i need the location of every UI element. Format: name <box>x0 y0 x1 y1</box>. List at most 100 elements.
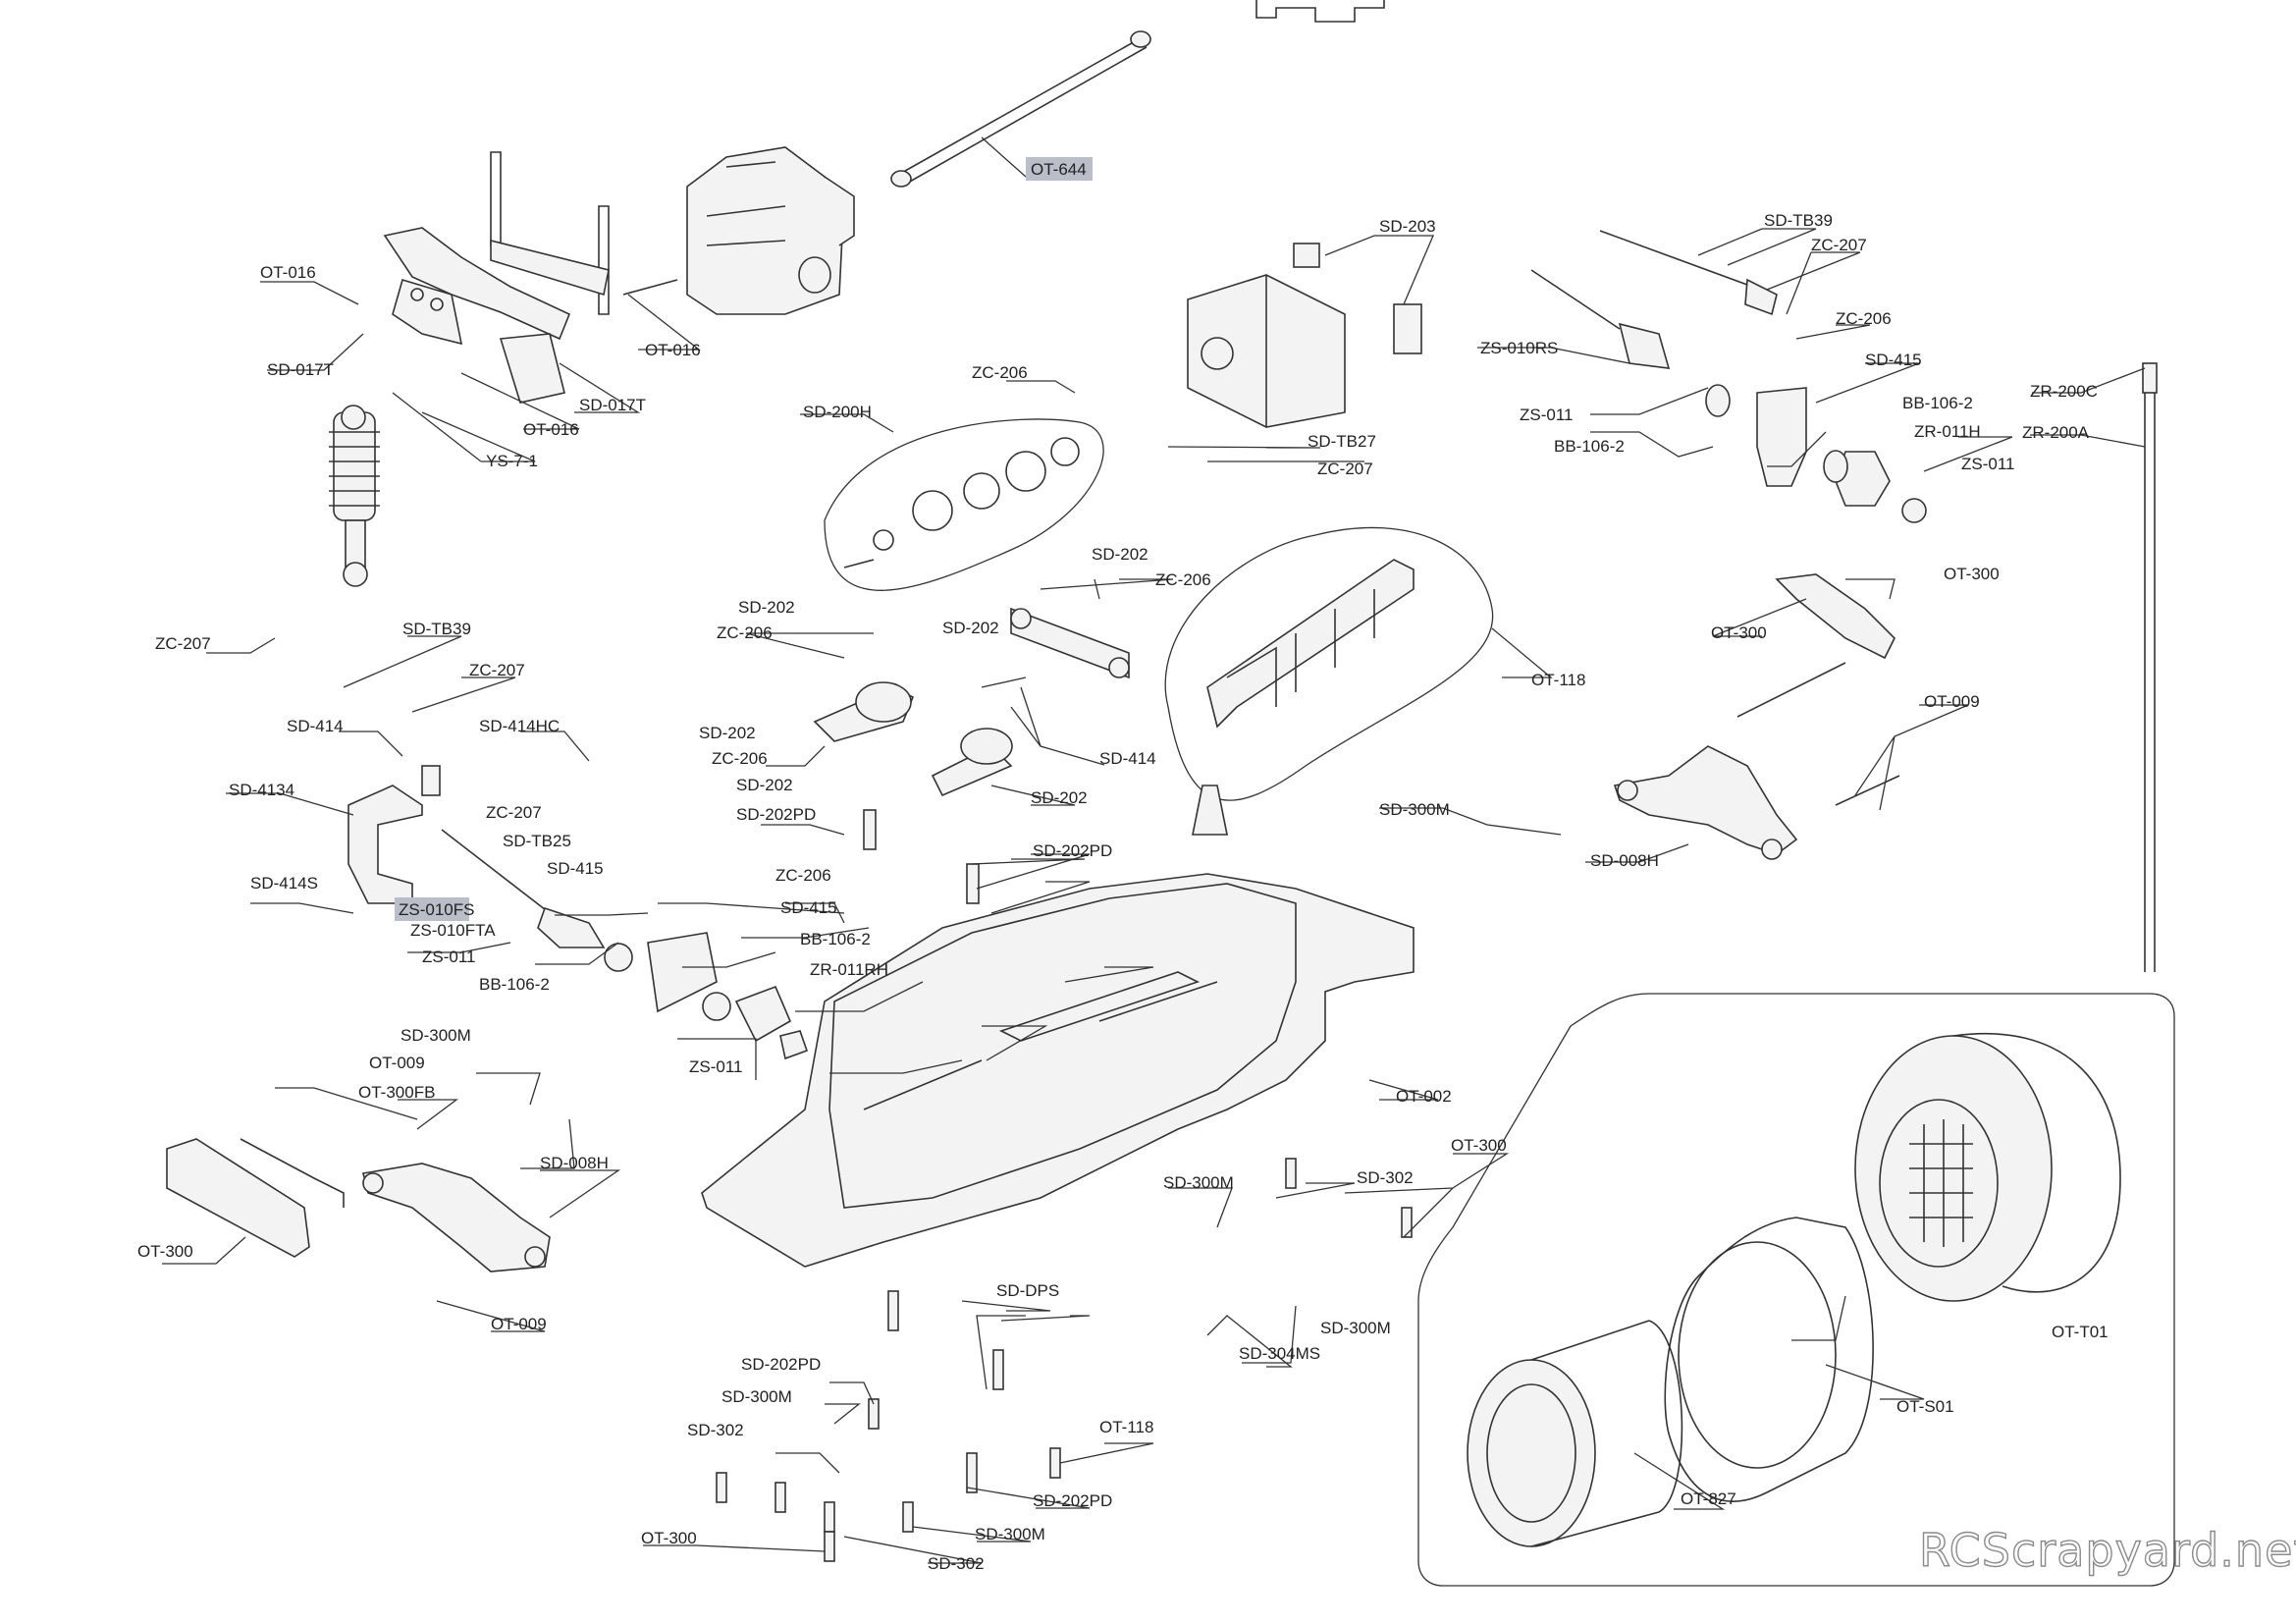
callout-zs011: ZS-011 <box>1961 455 2015 473</box>
chassis-tub <box>701 873 1415 1268</box>
callout-sd300m: SD-300M <box>400 1026 471 1045</box>
callout-ot-s01: OT-S01 <box>1896 1397 1954 1416</box>
callout-sd203: SD-203 <box>1379 217 1436 236</box>
leader-lines <box>162 136 2146 1564</box>
callout-sd300m: SD-300M <box>1379 800 1450 819</box>
callout-sd200h: SD-200H <box>803 403 872 421</box>
watermark-text: RCScrapyard.net <box>1919 1524 2296 1577</box>
callout-ot009: OT-009 <box>369 1054 425 1072</box>
rear-shock-tower <box>383 151 610 404</box>
callout-zs010rs: ZS-010RS <box>1480 339 1558 357</box>
front-hub-carrier <box>347 765 441 904</box>
callout-ot-t01: OT-T01 <box>2052 1323 2109 1341</box>
callout-labels: OT-644 OT-016 SD-017T OT-016 SD-017T OT-… <box>137 157 2109 1573</box>
front-axle <box>441 829 809 1060</box>
callout-zc207: ZC-207 <box>469 661 525 679</box>
callout-zs011: ZS-011 <box>1520 406 1574 424</box>
rear-suspension-arm <box>1613 573 1900 860</box>
callout-ot016: OT-016 <box>523 420 579 439</box>
steering-bellcranks <box>813 607 1130 797</box>
callout-zr200a: ZR-200A <box>2022 423 2090 442</box>
callout-sd008h: SD-008H <box>540 1154 609 1172</box>
callout-sd415: SD-415 <box>547 859 604 878</box>
callout-sd202pd: SD-202PD <box>1033 1491 1112 1510</box>
callout-sd017t: SD-017T <box>579 396 646 414</box>
callout-zs011: ZS-011 <box>689 1057 743 1076</box>
callout-sd414s: SD-414S <box>250 874 318 893</box>
callout-sd202pd: SD-202PD <box>1033 841 1112 860</box>
zs010fs-highlight <box>395 897 469 921</box>
top-part-fragment <box>1255 0 1385 23</box>
screws-and-posts <box>716 809 1413 1562</box>
callout-sdtb25: SD-TB25 <box>503 832 571 850</box>
callout-bb1062: BB-106-2 <box>1554 437 1625 456</box>
callout-ot644: OT-644 <box>1031 160 1087 179</box>
callout-sd202pd: SD-202PD <box>741 1355 821 1374</box>
callout-zr011rh: ZR-011RH <box>810 960 888 979</box>
servo <box>1187 243 1422 428</box>
callout-ot009: OT-009 <box>491 1315 547 1333</box>
callout-sd202: SD-202 <box>1092 545 1148 564</box>
front-bumper-plate <box>166 1138 345 1258</box>
callout-sd415: SD-415 <box>1865 351 1922 369</box>
hinge-pin-long <box>2142 362 2158 972</box>
callout-sdtb27: SD-TB27 <box>1308 432 1376 451</box>
callout-ot016: OT-016 <box>645 341 701 359</box>
callout-sd202: SD-202 <box>942 619 999 637</box>
center-driveshaft <box>890 30 1151 188</box>
callout-bb1062: BB-106-2 <box>800 930 871 948</box>
callout-sddps: SD-DPS <box>996 1281 1059 1300</box>
callout-sd017t: SD-017T <box>267 360 334 379</box>
callout-zr200c: ZR-200C <box>2030 382 2098 401</box>
callout-ot300: OT-300 <box>1451 1136 1507 1155</box>
callout-ot118: OT-118 <box>1531 671 1585 689</box>
gearbox-housing <box>622 146 855 315</box>
callout-ot300: OT-300 <box>137 1242 193 1261</box>
callout-ot118: OT-118 <box>1099 1418 1153 1436</box>
bumper-group <box>1164 526 1494 836</box>
callout-sd414: SD-414 <box>1099 749 1156 768</box>
callout-ot300: OT-300 <box>641 1529 697 1547</box>
callout-zc206: ZC-206 <box>717 623 773 642</box>
callout-zs010fta: ZS-010FTA <box>410 921 496 940</box>
callout-ys71: YS-7-1 <box>486 452 538 470</box>
callout-sd300m: SD-300M <box>721 1387 792 1406</box>
ot644-highlight <box>1026 157 1093 181</box>
callout-zs011: ZS-011 <box>422 947 476 966</box>
callout-sdtb39: SD-TB39 <box>1764 211 1833 230</box>
callout-zc206: ZC-206 <box>712 749 768 768</box>
callout-sd202: SD-202 <box>738 598 795 617</box>
callout-sd300m: SD-300M <box>1163 1173 1234 1192</box>
callout-zr011h: ZR-011H <box>1914 422 1981 441</box>
callout-ot827: OT-827 <box>1681 1489 1736 1508</box>
callout-sd202: SD-202 <box>1031 788 1088 807</box>
callout-ot002: OT-002 <box>1396 1087 1452 1106</box>
callout-zc207: ZC-207 <box>1811 236 1867 254</box>
callout-ot300fb: OT-300FB <box>358 1083 435 1102</box>
front-suspension-arm <box>362 1163 551 1272</box>
callout-ot300: OT-300 <box>1944 565 2000 583</box>
callout-sd414: SD-414 <box>287 717 344 735</box>
parts-artwork <box>166 0 2175 1587</box>
callout-sd302: SD-302 <box>687 1421 744 1439</box>
callout-zc207: ZC-207 <box>1317 460 1373 478</box>
rear-dogbone <box>1530 230 1778 369</box>
callout-sd202: SD-202 <box>736 776 793 794</box>
callout-sdtb39: SD-TB39 <box>402 620 471 638</box>
callout-sd414hc: SD-414HC <box>479 717 560 735</box>
wheel-group <box>1417 993 2175 1587</box>
callout-zc206: ZC-206 <box>1155 570 1211 589</box>
callout-zs010fs: ZS-010FS <box>399 900 474 919</box>
servo-saver-group <box>824 418 1104 591</box>
callout-bb1062: BB-106-2 <box>479 975 550 994</box>
callout-zc206: ZC-206 <box>775 866 831 885</box>
callout-ot016: OT-016 <box>260 263 316 282</box>
callout-sd300m: SD-300M <box>1320 1319 1391 1337</box>
shock-absorber <box>329 405 380 587</box>
callout-sd302: SD-302 <box>1357 1168 1414 1187</box>
callout-sd4134: SD-4134 <box>229 781 294 799</box>
rear-hub-carrier <box>1705 384 1927 523</box>
callout-ot009: OT-009 <box>1924 692 1980 711</box>
callout-zc207: ZC-207 <box>155 634 211 653</box>
